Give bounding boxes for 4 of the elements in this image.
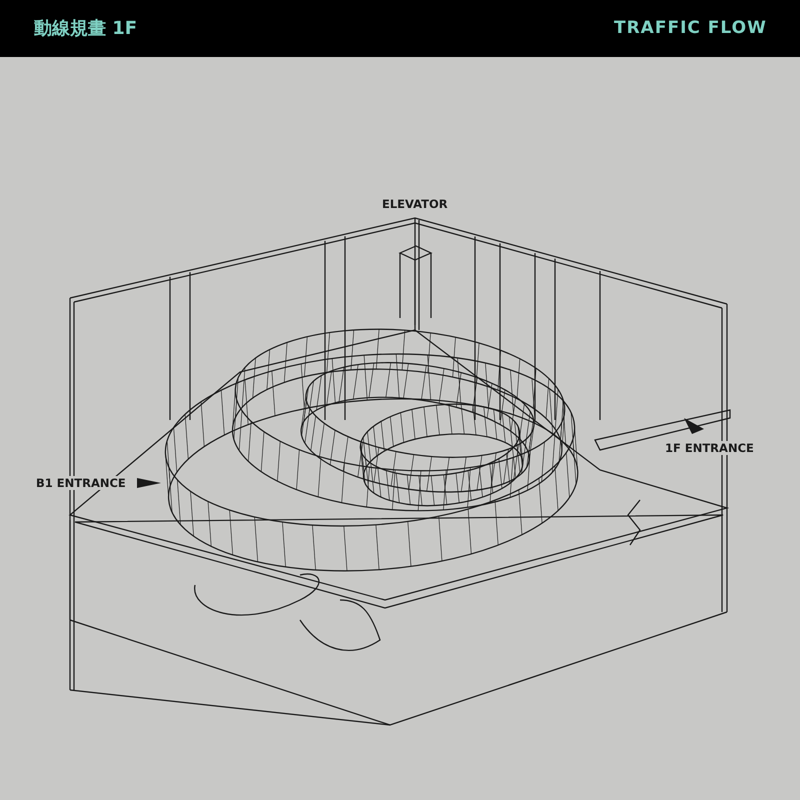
part-label: B1 ENTRANCE (34, 476, 128, 490)
part-label: ELEVATOR (380, 197, 450, 211)
title: 動線規畫 1F (34, 17, 138, 40)
part-label: 1F ENTRANCE (663, 441, 756, 455)
